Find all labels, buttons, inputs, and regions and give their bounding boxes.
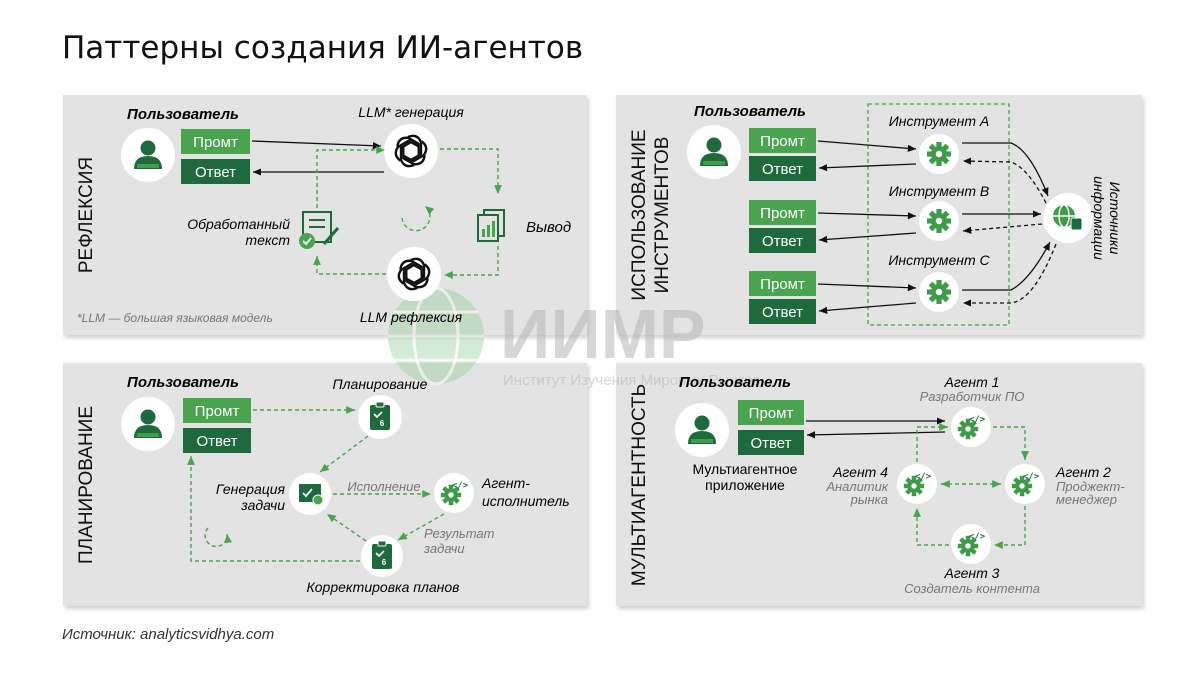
agent2-icon (1005, 464, 1045, 504)
task-generation-label-1: Генерация (216, 481, 286, 497)
reflection-user-label: Пользователь (127, 106, 239, 123)
prompt-box (749, 200, 816, 225)
processed-text-icon (299, 211, 340, 249)
user-icon (687, 125, 741, 179)
multiagent-vertical-label: МУЛЬТИАГЕНТНОСТЬ (629, 384, 650, 586)
user-icon (121, 128, 175, 182)
tool-c-gear-icon (919, 272, 959, 312)
answer-box (749, 156, 816, 181)
agent4-role-1: Аналитик (825, 479, 889, 494)
tool-a-label: Инструмент А (889, 113, 990, 129)
processed-text-label-2: текст (245, 232, 290, 248)
agent2-title: Агент 2 (1055, 464, 1111, 480)
prompt-box (183, 398, 251, 423)
reflection-diagram: РЕФЛЕКСИЯ Пользователь Промт Ответ LLM* … (76, 104, 571, 325)
agent1-icon (951, 407, 991, 447)
tool-c-label: Инструмент C (888, 252, 990, 268)
answer-box (749, 228, 816, 253)
agent1-role: Разработчик ПО (920, 389, 1025, 404)
answer-label: Ответ (762, 304, 803, 321)
tools-vertical-label-1: ИСПОЛЬЗОВАНИЕ (629, 129, 650, 300)
answer-box (738, 430, 804, 455)
executor-label-2: исполнитель (482, 493, 570, 509)
answer-box (183, 428, 251, 453)
tools-vertical-label-2: ИНСТРУМЕНТОВ (652, 137, 673, 294)
plan-correction-icon (371, 540, 393, 570)
prompt-box (738, 400, 804, 425)
task-generation-icon (299, 484, 324, 506)
answer-label: Ответ (750, 435, 791, 452)
llm-generation-label: LLM* генерация (358, 104, 464, 120)
agent4-title: Агент 4 (832, 464, 888, 480)
task-result-label-2: задачи (423, 541, 465, 556)
planning-cycle-arrow (204, 527, 233, 548)
prompt-label: Промт (760, 205, 805, 222)
answer-box (749, 299, 816, 324)
planning-icon (369, 401, 391, 431)
agent1-title: Агент 1 (944, 374, 1000, 390)
agent4-icon (897, 464, 937, 504)
prompt-box (749, 128, 816, 153)
source-note: Источник: analyticsvidhya.com (62, 626, 275, 643)
tools-group-frame (867, 103, 1010, 326)
executor-label-1: Агент- (481, 475, 530, 491)
tool-use-diagram: ИСПОЛЬЗОВАНИЕ ИНСТРУМЕНТОВ Пользователь … (629, 103, 1123, 326)
planning-vertical-label: ПЛАНИРОВАНИЕ (76, 406, 97, 564)
prompt-label: Промт (749, 405, 794, 422)
planning-user-label: Пользователь (127, 374, 239, 391)
agent4-role-2: рынка (850, 492, 888, 507)
prompt-box (749, 271, 816, 296)
prompt-label: Промт (760, 276, 805, 293)
prompt-label: Промт (760, 133, 805, 150)
user-icon (121, 397, 175, 451)
processed-text-label-1: Обработанный (187, 216, 290, 232)
sources-label-2: информации (1091, 176, 1107, 260)
agent3-icon (951, 524, 991, 564)
output-label: Вывод (526, 219, 571, 236)
executor-agent-icon (434, 473, 474, 513)
agent2-role-1: Проджект- (1056, 479, 1125, 494)
reflection-cycle-arrow (401, 205, 435, 232)
watermark-globe-icon (388, 286, 484, 386)
planning-diagram: ПЛАНИРОВАНИЕ Пользователь Промт Ответ Пл… (76, 374, 570, 595)
task-generation-label-2: задачи (240, 497, 285, 513)
answer-label: Ответ (196, 433, 237, 450)
watermark: ИИМР Институт Изучения Мировых Рынков (388, 286, 761, 389)
task-result-label-1: Результат (424, 526, 495, 541)
tools-user-label: Пользователь (694, 103, 806, 120)
user-icon (675, 403, 729, 457)
planning-label: Планирование (333, 376, 428, 392)
tool-b-gear-icon (919, 201, 959, 241)
execution-label: Исполнение (347, 479, 420, 494)
answer-label: Ответ (762, 233, 803, 250)
answer-label: Ответ (195, 164, 236, 181)
reflection-vertical-label: РЕФЛЕКСИЯ (76, 157, 97, 273)
output-icon (477, 209, 505, 242)
tool-b-label: Инструмент B (889, 183, 990, 199)
plan-correction-label: Корректировка планов (307, 579, 460, 595)
agent3-role: Создатель контента (904, 581, 1040, 596)
answer-box (181, 159, 250, 184)
llm-footnote: *LLM — большая языковая модель (77, 311, 273, 325)
llm-reflection-icon (385, 245, 443, 303)
prompt-label: Промт (195, 403, 240, 420)
agent3-title: Агент 3 (944, 565, 1000, 581)
multiagent-diagram: МУЛЬТИАГЕНТНОСТЬ Пользователь Промт Отве… (629, 374, 1125, 596)
multiagent-user-label: Пользователь (679, 374, 791, 391)
answer-label: Ответ (762, 161, 803, 178)
watermark-subtitle: Институт Изучения Мировых Рынков (503, 372, 761, 389)
watermark-logo-text: ИИМР (500, 295, 706, 373)
app-label-1: Мультиагентное (693, 461, 798, 477)
llm-generation-icon (382, 122, 440, 180)
llm-reflection-label: LLM рефлексия (360, 309, 463, 325)
info-sources-icon (1043, 193, 1093, 243)
prompt-label: Промт (193, 134, 238, 151)
app-label-2: приложение (705, 477, 785, 493)
tool-a-gear-icon (919, 134, 959, 174)
agent2-role-2: менеджер (1056, 492, 1117, 507)
page-title: Паттерны создания ИИ-агентов (62, 30, 584, 66)
prompt-box (181, 129, 250, 154)
sources-label-1: Источники (1107, 182, 1123, 255)
